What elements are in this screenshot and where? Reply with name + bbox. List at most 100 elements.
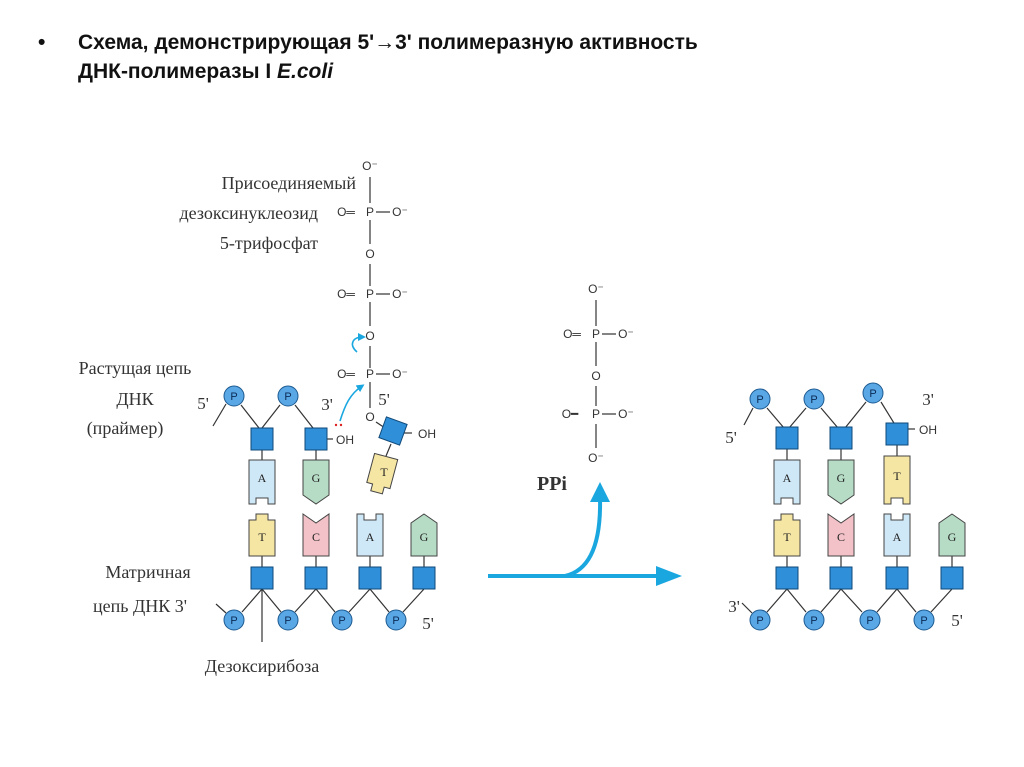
lone-pair-dot	[339, 423, 343, 427]
phosphate-label: P	[284, 615, 291, 627]
base-letter-G: G	[312, 471, 321, 485]
product-template-5prime-label: 5'	[951, 611, 963, 630]
oxygen-top: O⁻	[362, 159, 378, 173]
lone-pair-dot	[334, 423, 338, 427]
ppi-oxygen-minus-2: O⁻	[618, 407, 634, 421]
primer-backbone-line	[261, 404, 281, 429]
base-letter-G: G	[420, 530, 429, 544]
product-5prime-label: 5'	[725, 428, 737, 447]
product-sugar	[885, 422, 909, 446]
product-sugar	[829, 426, 853, 450]
primer-3prime-label: 3'	[321, 395, 333, 414]
sugar-base-line	[385, 443, 392, 457]
phosphate-label: P	[392, 615, 399, 627]
oxygen-minus: O⁻	[392, 287, 408, 301]
double-bond-oxygen: O═	[337, 367, 355, 381]
template-backbone-line	[402, 588, 425, 613]
bridging-oxygen: O	[365, 247, 374, 261]
title-text: Схема, демонстрирующая 5'→3' полимеразну…	[78, 28, 698, 86]
template-label-line1: Матричная	[105, 562, 190, 582]
product-template-backbone-line	[786, 588, 807, 613]
template-3prime-dash	[215, 603, 227, 614]
template-5prime-label: 5'	[422, 614, 434, 633]
ppi-oxygen-top: O⁻	[588, 282, 604, 296]
incoming-5prime-label: 5'	[378, 390, 390, 409]
phosphate-label: P	[810, 615, 817, 627]
attack-arrow-oh	[339, 384, 365, 422]
incoming-thymine	[366, 452, 399, 495]
product-template-adenine	[883, 513, 911, 557]
template-sugar	[358, 566, 382, 590]
product-sugar	[775, 426, 799, 450]
incoming-label-line1: Присоединяемый	[222, 173, 357, 193]
base-letter-A: A	[783, 471, 792, 485]
template-sugar	[412, 566, 436, 590]
oxygen-minus: O⁻	[392, 205, 408, 219]
attack-arrow-small	[351, 333, 366, 353]
title-line-2: ДНК-полимеразы I E.coli	[78, 57, 698, 86]
product-template-backbone-line	[766, 588, 788, 613]
product-backbone-line	[820, 407, 839, 429]
product-template-backbone-line	[930, 588, 953, 613]
ppi-phosphorus: P	[592, 327, 600, 341]
ppi-oxygen-minus: O⁻	[618, 327, 634, 341]
growing-label-line1: Растущая цепь	[79, 358, 192, 378]
product-template-backbone-line	[840, 588, 863, 613]
slide-title: • Схема, демонстрирующая 5'→3' полимераз…	[38, 28, 998, 86]
template-phosphate	[223, 609, 245, 631]
growing-label-line2: ДНК	[116, 389, 154, 409]
product-5prime-dash	[743, 407, 754, 426]
template-backbone-line	[348, 588, 371, 613]
template-sugar	[250, 566, 274, 590]
template-backbone-line	[261, 588, 282, 613]
product-template-3prime-label: 3'	[728, 597, 740, 616]
incoming-label-line2: дезоксинуклеозид	[179, 203, 318, 223]
product-backbone-line	[788, 407, 807, 429]
base-letter-T: T	[893, 469, 901, 483]
base-adenine	[356, 513, 384, 557]
lines-layer	[212, 177, 953, 642]
base-cytosine	[302, 513, 330, 557]
phosphate-label: P	[810, 394, 817, 406]
ppi-double-oxygen: O═	[563, 327, 581, 341]
primer-5prime-dash	[212, 403, 227, 427]
phosphorus-atom: P	[366, 367, 374, 381]
base-letter-A: A	[258, 471, 267, 485]
product-template-cytosine	[827, 513, 855, 557]
ppi-phosphorus-2: P	[592, 407, 600, 421]
product-base-adenine	[773, 459, 801, 505]
base-letter-T: T	[258, 530, 266, 544]
title-bullet: •	[38, 31, 46, 54]
ppi-release-arrowhead	[590, 482, 610, 502]
ppi-label: PPi	[537, 473, 567, 495]
template-phosphate	[331, 609, 353, 631]
incoming-nucleotide	[378, 416, 408, 446]
phosphate-label: P	[338, 615, 345, 627]
phosphate-label: P	[230, 391, 237, 403]
product-3prime-dash	[741, 602, 753, 614]
phosphorus-atom: P	[366, 205, 374, 219]
template-phosphate	[277, 609, 299, 631]
incoming-base-group	[366, 452, 399, 495]
phosphorus-atom: P	[366, 287, 374, 301]
base-guanine	[302, 459, 330, 505]
base-letter-C: C	[837, 530, 845, 544]
base-letter-A: A	[366, 530, 375, 544]
base-letter-C: C	[312, 530, 320, 544]
product-3prime-oh: OH	[919, 423, 937, 437]
bridging-oxygen: O	[365, 329, 374, 343]
phosphate-label: P	[869, 388, 876, 400]
phosphate-label: P	[920, 615, 927, 627]
template-backbone-line	[294, 588, 317, 613]
product-template-backbone-line	[820, 588, 842, 613]
product-3prime-label: 3'	[922, 390, 934, 409]
product-template-phosphate	[913, 609, 935, 631]
ppi-release-arrow	[564, 497, 603, 578]
template-backbone-line	[241, 588, 263, 613]
primer-5prime-label: 5'	[197, 394, 209, 413]
incoming-sugar	[378, 416, 408, 446]
double-bond-oxygen: O═	[337, 205, 355, 219]
product-template-backbone-line	[896, 588, 917, 613]
oxygen-minus: O⁻	[392, 367, 408, 381]
